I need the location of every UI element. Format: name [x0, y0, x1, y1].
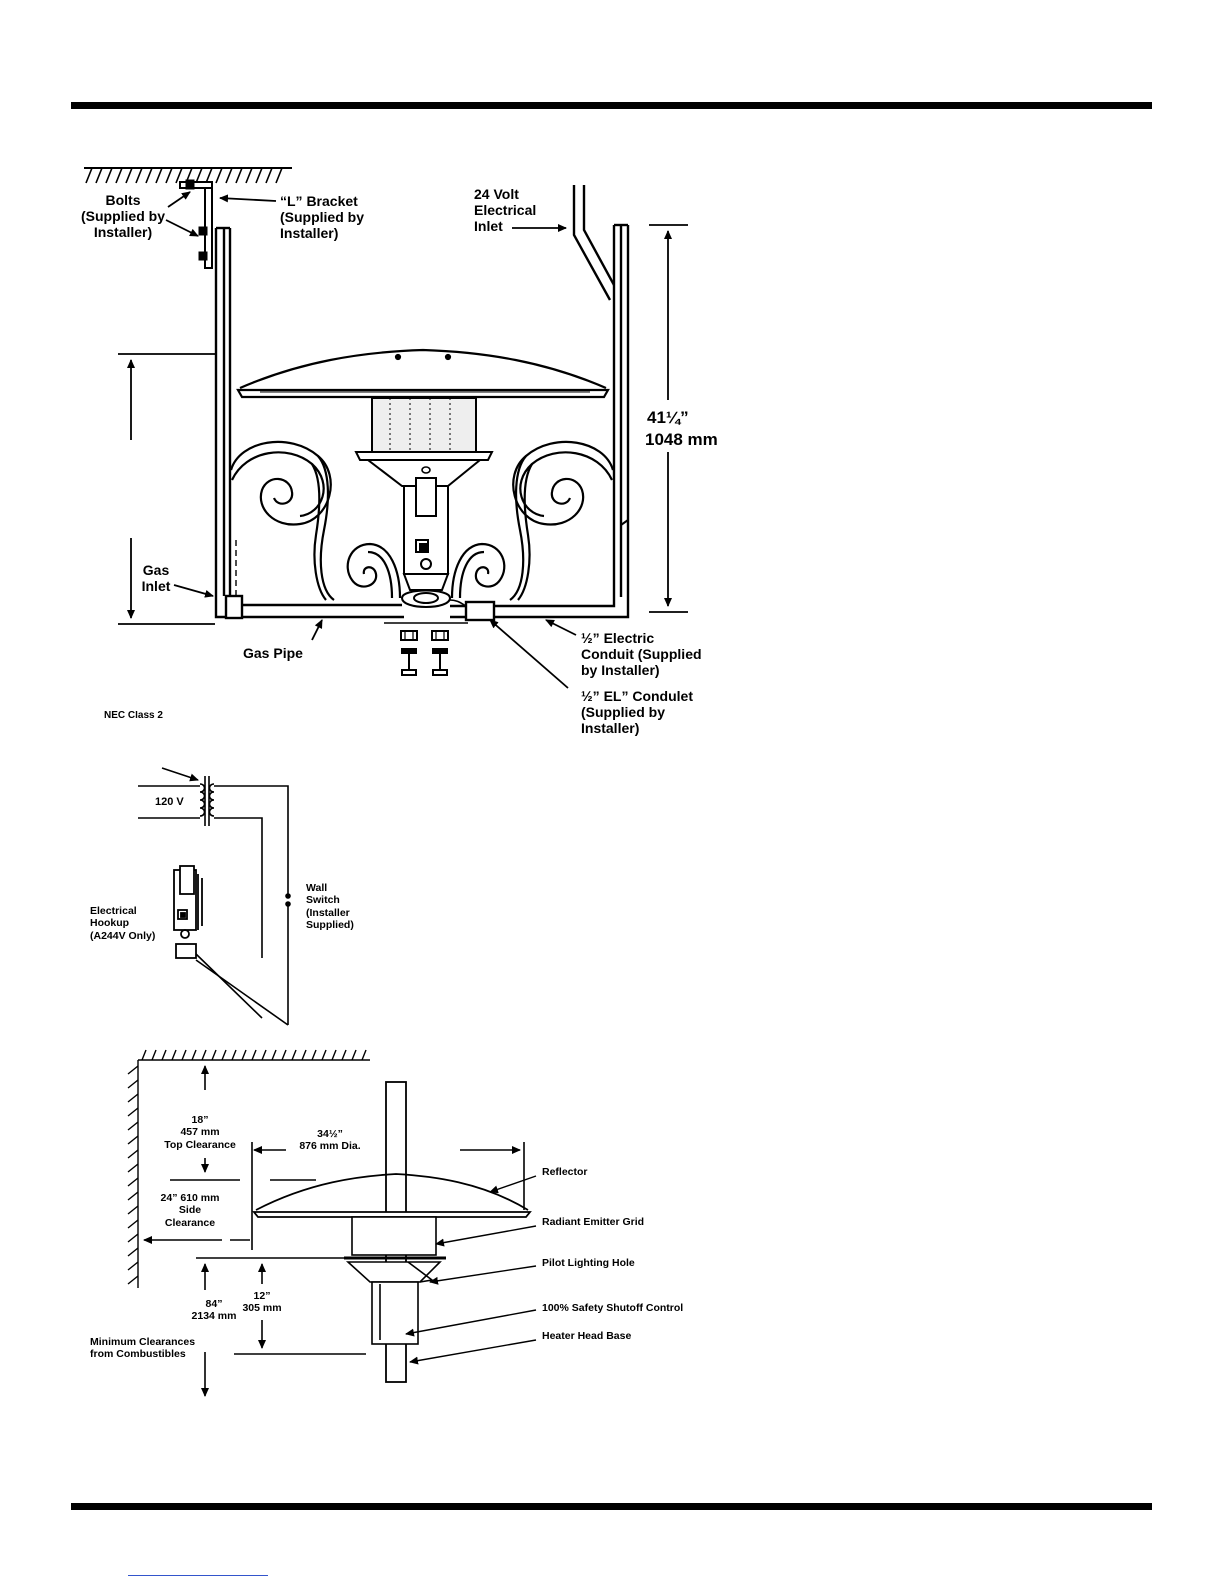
electric-conduit — [449, 594, 630, 622]
control-body — [400, 477, 452, 608]
l-bracket-label: “L” Bracket (Supplied by Installer) — [280, 193, 364, 242]
valve-body — [173, 865, 203, 959]
el-condulet-label: ½” EL” Condulet (Supplied by Installer) — [581, 688, 693, 737]
callout-leaders — [405, 1175, 537, 1365]
wall-switch-label: Wall Switch (Installer Supplied) — [306, 882, 354, 932]
emitter-grid — [354, 397, 494, 487]
diameter-label: 34½” 876 mm Dia. — [299, 1128, 361, 1153]
bolts-label: Bolts (Supplied by Installer) — [81, 192, 165, 241]
leader-lines — [165, 191, 577, 689]
footer-link-underline — [128, 1575, 268, 1576]
scroll-right-large — [509, 440, 615, 601]
transformer-primary-coil — [199, 783, 206, 817]
reflector-3 — [252, 1173, 532, 1218]
mounting-hardware — [384, 622, 468, 676]
transformer-secondary-coil — [208, 783, 215, 817]
safety-control-label: 100% Safety Shutoff Control — [542, 1302, 684, 1314]
bottom-rule — [71, 1503, 1152, 1510]
minimum-clearances-label: Minimum Clearances from Combustibles — [90, 1336, 196, 1361]
height-inches-label: 41¼” — [647, 408, 689, 427]
electrical-inlet-label: 24 Volt Electrical Inlet — [474, 186, 537, 235]
l-bracket — [179, 179, 213, 269]
figure-3-clearances — [127, 1049, 537, 1397]
head-base-label: Heater Head Base — [542, 1330, 632, 1342]
top-rule — [71, 102, 1152, 109]
electric-conduit-label: ½” Electric Conduit (Supplied by Install… — [581, 630, 702, 679]
reflector-label: Reflector — [542, 1166, 588, 1178]
top-clearance-label: 18” 457 mm Top Clearance — [164, 1114, 236, 1151]
electrical-inlet-pipe — [572, 185, 616, 301]
left-hanger-rod — [214, 226, 232, 600]
clearance-dimensions — [143, 1065, 525, 1397]
reflector-dome — [236, 348, 610, 399]
side-clearance-label: 24” 610 mm Side Clearance — [160, 1192, 220, 1229]
nec-class-label: NEC Class 2 — [104, 711, 163, 718]
figure-2-wiring — [138, 767, 291, 1026]
right-hanger-rod — [612, 223, 630, 604]
floor-clearance-label: 84” 2134 mm — [191, 1298, 237, 1323]
scroll-left-small — [346, 542, 402, 599]
height-dimension-left — [118, 353, 215, 625]
below-head-clearance-label: 12” 305 mm — [242, 1290, 282, 1315]
gas-pipe-label: Gas Pipe — [243, 645, 303, 661]
height-mm-label: 1048 mm — [645, 430, 718, 449]
pilot-hole-label: Pilot Lighting Hole — [542, 1257, 635, 1269]
figure-1-suspended-heater — [84, 167, 688, 689]
gas-inlet-label: Gas Inlet — [141, 562, 171, 595]
electrical-hookup-label: Electrical Hookup (A244V Only) — [90, 905, 156, 942]
scroll-right-small — [450, 542, 506, 599]
emitter-grid-label: Radiant Emitter Grid — [542, 1216, 645, 1228]
gas-pipe — [214, 540, 404, 620]
height-dimension-right — [649, 224, 688, 613]
scroll-left-large — [229, 440, 335, 601]
heater-head-3 — [344, 1216, 446, 1345]
nec-class-clip: NEC Class 2 — [104, 711, 184, 718]
voltage-label: 120 V — [155, 796, 184, 808]
ceiling-hatch — [84, 167, 292, 184]
wall-hatch — [127, 1060, 139, 1288]
ceiling-hatch-3 — [138, 1049, 370, 1061]
